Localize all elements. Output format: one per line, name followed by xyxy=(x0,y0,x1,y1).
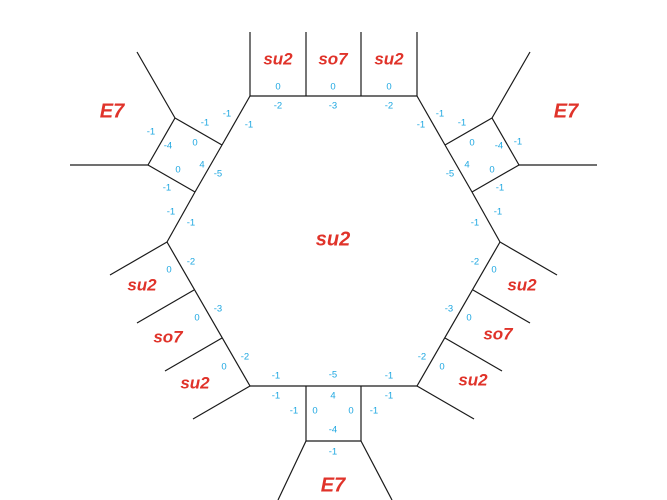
edge xyxy=(416,95,446,146)
edge xyxy=(109,241,168,276)
charge-number: -4 xyxy=(329,425,337,436)
edges xyxy=(70,32,597,500)
charge-number: -1 xyxy=(458,118,466,129)
charge-number: -2 xyxy=(418,352,426,363)
charge-number: -1 xyxy=(147,127,155,138)
charge-number: -4 xyxy=(164,141,172,152)
charge-number: -1 xyxy=(494,207,502,218)
charge-number: -1 xyxy=(496,183,504,194)
gauge-label-corner-bottom: E7 xyxy=(321,474,346,496)
charge-number: -2 xyxy=(187,257,195,268)
charge-number: -1 xyxy=(167,207,175,218)
charge-number: -5 xyxy=(329,370,337,381)
edge xyxy=(416,241,501,387)
gauge-label-right-top: su2 xyxy=(507,275,537,294)
charge-number: -1 xyxy=(370,406,378,417)
charge-number: 0 xyxy=(466,313,471,324)
charge-number: 4 xyxy=(330,391,335,402)
charge-number: 0 xyxy=(221,362,226,373)
gauge-label-left-mid: so7 xyxy=(153,327,184,346)
gauge-label-center: su2 xyxy=(316,228,350,250)
charge-number: 0 xyxy=(489,165,494,176)
edge xyxy=(472,289,531,324)
charge-number: -2 xyxy=(241,352,249,363)
edge xyxy=(221,95,251,146)
edge xyxy=(499,241,558,276)
charge-number: -1 xyxy=(385,371,393,382)
charge-number: -1 xyxy=(163,183,171,194)
edge xyxy=(360,440,393,500)
charge-number: 4 xyxy=(199,160,204,171)
charge-number: 0 xyxy=(469,138,474,149)
charge-number: -2 xyxy=(274,101,282,112)
edge xyxy=(136,51,176,119)
gauge-label-corner-left: E7 xyxy=(100,100,125,122)
edge xyxy=(174,117,223,146)
edge xyxy=(277,440,307,500)
charge-number: 0 xyxy=(348,406,353,417)
charge-number: -1 xyxy=(245,120,253,131)
edge xyxy=(192,385,251,420)
charge-number: 4 xyxy=(464,160,469,171)
edge xyxy=(164,337,223,372)
charge-number: -5 xyxy=(446,169,454,180)
charge-number: -2 xyxy=(385,101,393,112)
gauge-label-left-bot: su2 xyxy=(180,373,210,392)
charge-number: -2 xyxy=(471,257,479,268)
charge-number: -1 xyxy=(385,391,393,402)
edge xyxy=(471,164,520,193)
charge-number: -3 xyxy=(445,304,453,315)
charge-number: 0 xyxy=(312,406,317,417)
edge xyxy=(166,191,196,243)
charge-number: -3 xyxy=(329,101,337,112)
charge-number: -4 xyxy=(495,141,503,152)
edge xyxy=(147,117,176,166)
charge-number: -1 xyxy=(436,109,444,120)
edge xyxy=(491,117,520,166)
edge xyxy=(491,51,531,119)
charge-number: 0 xyxy=(386,82,391,93)
gauge-label-right-bot: su2 xyxy=(458,370,488,389)
charge-number: 0 xyxy=(439,362,444,373)
charge-number: 0 xyxy=(194,313,199,324)
gauge-labels: su2 su2 so7 su2 su2 so7 su2 su2 so7 su2 … xyxy=(100,49,579,496)
charge-number: -1 xyxy=(272,391,280,402)
charge-number: -1 xyxy=(329,447,337,458)
charge-number: -1 xyxy=(223,109,231,120)
charge-number: -5 xyxy=(214,169,222,180)
edge xyxy=(444,144,473,193)
charge-number: 0 xyxy=(330,82,335,93)
gauge-label-top-left: su2 xyxy=(263,49,293,68)
gauge-label-top-right: su2 xyxy=(374,49,404,68)
charge-number: 0 xyxy=(175,165,180,176)
edge xyxy=(444,337,503,372)
charge-number: -1 xyxy=(290,406,298,417)
gauge-label-corner-right: E7 xyxy=(554,100,579,122)
edge xyxy=(444,117,493,146)
edge xyxy=(136,289,195,324)
charge-number: 0 xyxy=(491,265,496,276)
edge xyxy=(194,144,223,193)
charge-number: -3 xyxy=(214,304,222,315)
charge-number: 0 xyxy=(192,138,197,149)
gauge-label-top-mid: so7 xyxy=(318,49,349,68)
charge-number: 0 xyxy=(275,82,280,93)
charge-number: -1 xyxy=(514,137,522,148)
gauge-label-left-top: su2 xyxy=(127,275,157,294)
charge-number: -1 xyxy=(471,218,479,229)
charge-numbers: 0 0 0 -2 -3 -2 -1 -1 -1 0 -1 -4 0 4 -5 -… xyxy=(147,82,522,458)
charge-number: -1 xyxy=(201,118,209,129)
edge xyxy=(147,164,196,193)
edge xyxy=(166,241,251,387)
edge xyxy=(416,385,475,420)
charge-number: -1 xyxy=(272,371,280,382)
charge-number: 0 xyxy=(166,265,171,276)
charge-number: -1 xyxy=(187,218,195,229)
charge-number: -1 xyxy=(417,120,425,131)
gauge-label-right-mid: so7 xyxy=(483,324,514,343)
edge xyxy=(471,191,501,243)
